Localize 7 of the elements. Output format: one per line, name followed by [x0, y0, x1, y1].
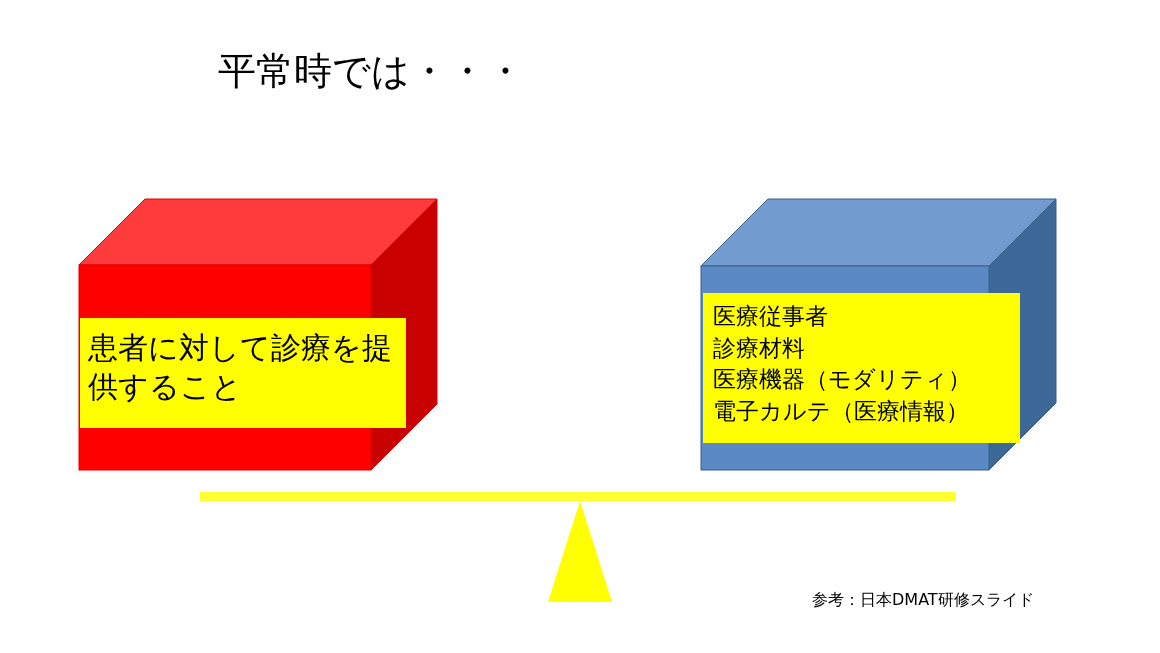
cube-label-text: 診療材料: [713, 333, 805, 363]
cube-label-text: 医療従事者: [713, 302, 828, 331]
cube-label-text: 患者に対して診療を提供すること: [88, 329, 393, 406]
cube-label-text: 電子カルテ（医療情報）: [713, 397, 969, 427]
source-note: 参考：日本DMAT研修スライド: [812, 590, 1034, 611]
cube-label-text: 医療機器（モダリティ）: [713, 365, 971, 395]
slide-title: 平常時では・・・: [218, 48, 524, 95]
